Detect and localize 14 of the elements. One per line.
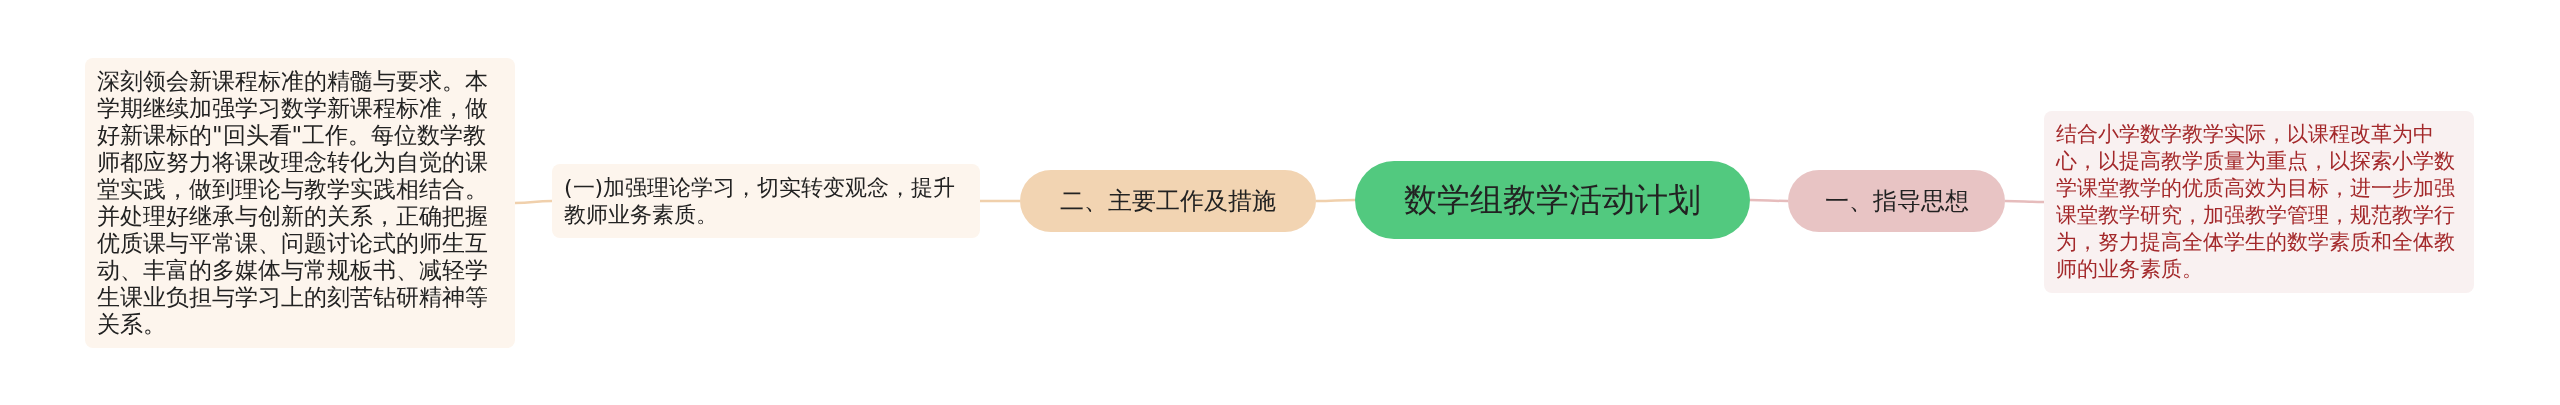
connector-line — [980, 199, 1020, 203]
note-text: 结合小学数学教学实际，以课程改革为中心，以提高教学质量为重点，以探索小学数学课堂教学的优质高效为目标，进一步加强课堂教学研究，加强教学管理，规范教学行为，努力提高全体学生的数学素质和全体教师的业务素质。 — [2056, 121, 2456, 283]
note-text: 深刻领会新课程标准的精髓与要求。本学期继续加强学习数学新课程标准，做好新课标的"回头看"工作。每位数学教师都应努力将课改理念转化为自觉的课堂实践，做到理论与教学实践相结合。并处理好继承与创新的关系，正确把握优质课与平常课、问题讨论式的师生互动、丰富的多媒体与常规板书、减轻学生课业负担与学习上的刻苦钻研精神等关系。 — [97, 68, 489, 338]
connector-line — [1316, 198, 1355, 203]
topic-text: 数学组教学活动计划 — [1404, 178, 1701, 221]
topic-text: 二、主要工作及措施 — [1060, 186, 1276, 217]
connector-line — [515, 199, 552, 205]
note-card — [552, 164, 980, 238]
topic-text: 一、指导思想 — [1824, 186, 1969, 217]
note-card — [2044, 111, 2474, 293]
connector-line — [2005, 199, 2044, 204]
note-text: (一)加强理论学习，切实转变观念，提升教师业务素质。 — [564, 174, 957, 228]
note-card — [85, 58, 515, 348]
connector-line — [1750, 198, 1788, 203]
